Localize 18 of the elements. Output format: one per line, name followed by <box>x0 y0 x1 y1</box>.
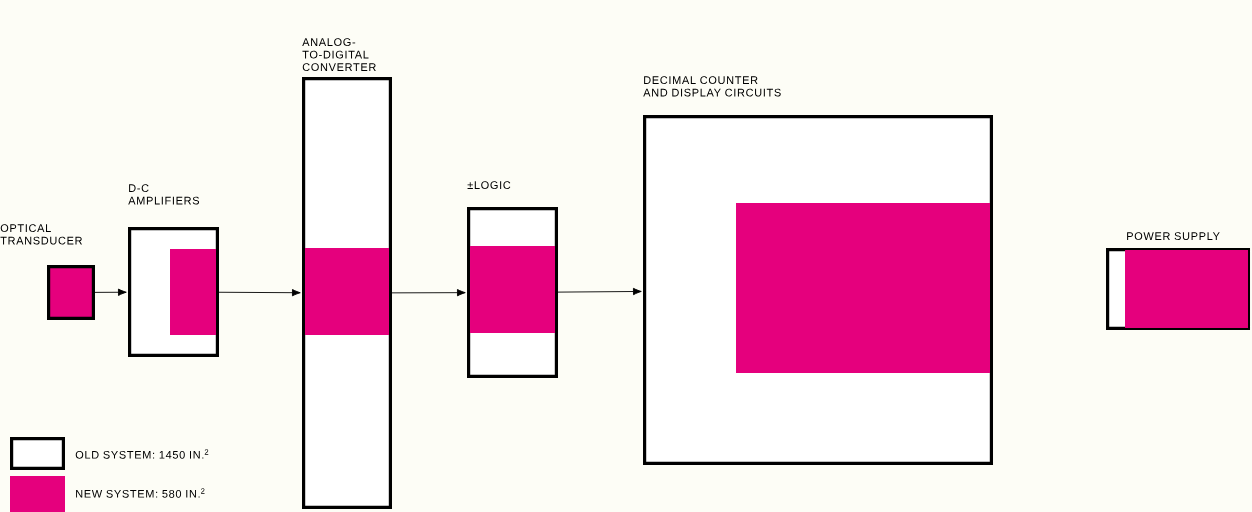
new-size-box <box>305 248 389 335</box>
arrow <box>94 288 127 296</box>
arrow <box>218 289 301 297</box>
node-label: D-C AMPLIFIERS <box>128 184 200 205</box>
arrow <box>557 287 642 296</box>
arrow <box>391 289 466 297</box>
new-size-box <box>470 246 555 333</box>
node-label: POWER SUPPLY <box>1127 232 1220 240</box>
node-label: ANALOG-TO-DIGITAL CONVERTER <box>302 38 376 71</box>
new-size-box <box>736 203 990 373</box>
new-size-box <box>1125 250 1248 328</box>
node-label: DECIMAL COUNTER AND DISPLAY CIRCUITS <box>643 76 781 97</box>
legend-text: OLD SYSTEM: 1450 IN.$^{2}$ <box>75 449 209 459</box>
node-label: ±LOGIC <box>467 181 511 189</box>
legend-text: NEW SYSTEM: 580 IN.$^{2}$ <box>76 488 205 498</box>
node-label: OPTICAL TRANSDUCER <box>0 224 83 245</box>
new-size-box <box>170 249 216 335</box>
block-box: OPTICAL TRANSDUCER <box>0 224 95 320</box>
